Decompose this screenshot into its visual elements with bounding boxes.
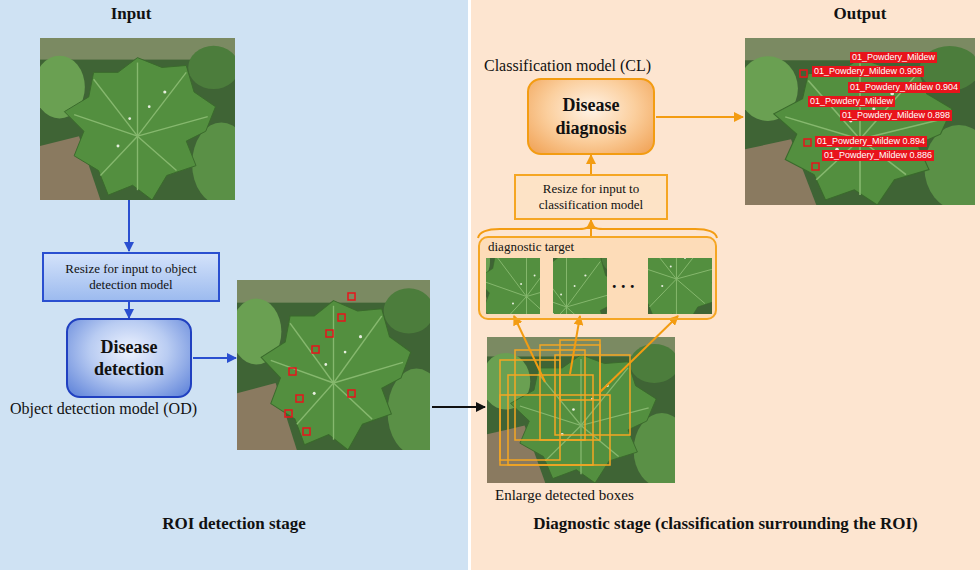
box-text: Disease diagnosis: [535, 94, 647, 139]
panel-text: diagnostic target: [488, 239, 574, 255]
flow-connector: [128, 302, 130, 318]
detection-label: 01_Powdery_Mildew 0.908: [812, 66, 924, 77]
right-panel-ground: [471, 0, 980, 570]
input-photo: [34, 38, 250, 205]
model-caption: Object detection model (OD): [10, 400, 197, 418]
model-box: Classification model (CL)Disease diagnos…: [527, 78, 655, 155]
panel-text: Diagnostic stage (classification surroun…: [471, 514, 980, 534]
stage-panel: InputROI detection stage Resize for input…: [0, 0, 468, 570]
model-box: Disease detectionObject detection model …: [66, 318, 192, 398]
panel-text: . . .: [612, 272, 635, 293]
flow-connector: [590, 220, 592, 236]
enlarged-boxes-photo: [481, 337, 690, 487]
detected-photo: [231, 280, 445, 455]
detection-label: 01_Powdery_Mildew 0.898: [840, 110, 952, 121]
thumbnail-photos: [455, 209, 759, 356]
process-box: Resize for input to object detection mod…: [42, 252, 220, 302]
panel-text: ROI detection stage: [0, 514, 468, 534]
panel-text: Input: [0, 4, 262, 24]
model-caption: Classification model (CL): [484, 57, 651, 75]
box-text: Resize for input to object detection mod…: [50, 261, 212, 292]
output-photo: [738, 38, 980, 210]
detection-label: 01_Powdery_Mildew 0.886: [822, 150, 934, 161]
detection-label: 01_Powdery_Mildew 0.904: [848, 82, 960, 93]
flow-arrows: [129, 117, 743, 407]
detection-label: 01_Powdery_Mildew: [808, 96, 895, 107]
box-text: Disease detection: [74, 336, 184, 381]
detection-label: 01_Powdery_Mildew: [850, 52, 937, 63]
process-box: Resize for input to classification model: [514, 174, 668, 220]
left-panel-ground: [0, 0, 468, 570]
detection-label: 01_Powdery_Mildew 0.894: [815, 136, 927, 147]
flow-connector: [590, 155, 592, 174]
panel-text: Output: [745, 4, 975, 24]
group-box: diagnostic target . . .: [478, 236, 717, 320]
box-text: Resize for input to classification model: [522, 181, 660, 212]
image-caption: Enlarge detected boxes: [495, 487, 634, 504]
